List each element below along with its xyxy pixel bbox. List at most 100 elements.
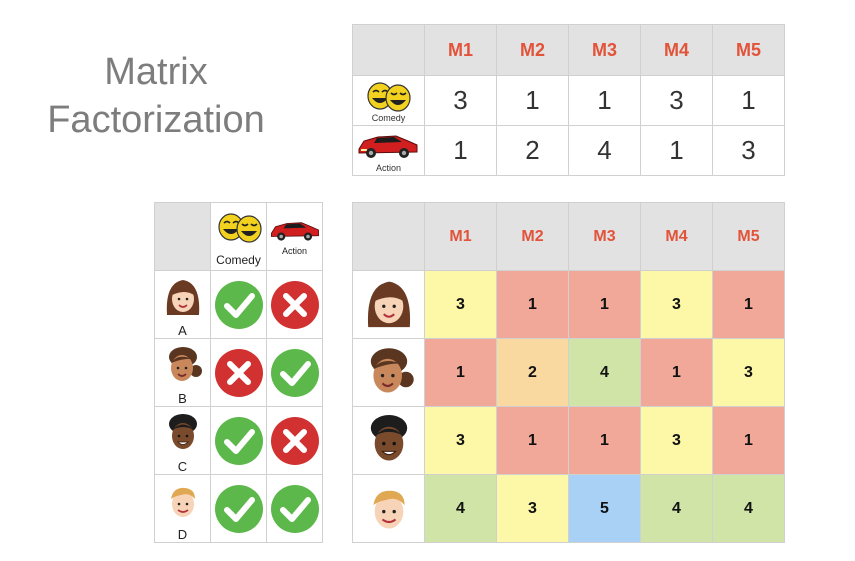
user-table-corner	[154, 202, 211, 271]
user-c-comedy-mark	[210, 406, 267, 475]
ratings-row-c: 3 1 1 3 1	[352, 406, 785, 475]
item-row-comedy-label: Comedy	[352, 75, 425, 126]
user-b-avatar-icon	[169, 347, 202, 381]
user-a-avatar-icon	[166, 280, 200, 315]
comedy-masks-icon	[367, 82, 411, 112]
green-check-icon	[270, 348, 319, 397]
rating-c-m2: 1	[496, 406, 569, 475]
item-comedy-m1: 3	[424, 75, 497, 126]
movie-header-m3: M3	[568, 24, 641, 76]
movie-header-m2: M2	[496, 24, 569, 76]
user-a-label: A	[178, 323, 187, 338]
rating-b-m5: 3	[712, 338, 785, 407]
green-check-icon	[214, 416, 263, 465]
action-caption: Action	[375, 163, 401, 173]
user-a-comedy-mark	[210, 270, 267, 339]
user-d-avatar-icon	[372, 490, 405, 528]
user-b-avatar-icon	[370, 347, 414, 392]
ratings-header-row: M1 M2 M3 M4 M5	[352, 202, 785, 271]
user-a-cell: A	[154, 270, 211, 339]
rating-header-m2: M2	[496, 202, 569, 271]
red-x-icon	[270, 280, 319, 329]
ratings-user-b-avatar	[352, 338, 425, 407]
rating-a-m3: 1	[568, 270, 641, 339]
red-x-icon	[214, 348, 263, 397]
user-d-avatar-icon	[171, 487, 195, 517]
user-table-action-header: Action	[266, 202, 323, 271]
ratings-table-corner	[352, 202, 425, 271]
ratings-user-d-avatar	[352, 474, 425, 543]
item-table-header-row: M1 M2 M3 M4 M5	[352, 24, 785, 76]
green-check-icon	[214, 280, 263, 329]
rating-a-m5: 1	[712, 270, 785, 339]
user-b-comedy-mark	[210, 338, 267, 407]
user-a-avatar-icon	[367, 281, 410, 327]
item-action-m4: 1	[640, 125, 713, 176]
rating-c-m3: 1	[568, 406, 641, 475]
user-row-a: A	[154, 270, 323, 339]
user-d-label: D	[177, 527, 188, 542]
action-header-caption: Action	[281, 246, 307, 256]
item-feature-table: M1 M2 M3 M4 M5 Comedy 3 1 1 3 1	[352, 24, 785, 176]
user-c-avatar-icon	[370, 414, 407, 460]
rating-d-m5: 4	[712, 474, 785, 543]
user-row-b: B	[154, 338, 323, 407]
user-a-action-mark	[266, 270, 323, 339]
green-check-icon	[214, 484, 263, 533]
user-c-action-mark	[266, 406, 323, 475]
rating-c-m1: 3	[424, 406, 497, 475]
rating-b-m2: 2	[496, 338, 569, 407]
user-d-cell: D	[154, 474, 211, 543]
user-row-c: C	[154, 406, 323, 475]
user-d-action-mark	[266, 474, 323, 543]
user-feature-table: Comedy Action A	[154, 202, 323, 543]
movie-header-m4: M4	[640, 24, 713, 76]
item-action-m5: 3	[712, 125, 785, 176]
user-b-action-mark	[266, 338, 323, 407]
rating-header-m3: M3	[568, 202, 641, 271]
user-b-label: B	[178, 391, 187, 406]
comedy-caption: Comedy	[371, 113, 406, 123]
title-line-1: Matrix	[104, 51, 208, 93]
rating-header-m4: M4	[640, 202, 713, 271]
user-c-avatar-icon	[169, 414, 197, 449]
item-row-action-label: Action	[352, 125, 425, 176]
rating-header-m5: M5	[712, 202, 785, 271]
comedy-masks-icon	[218, 213, 262, 243]
ratings-row-b: 1 2 4 1 3	[352, 338, 785, 407]
ratings-user-a-avatar	[352, 270, 425, 339]
green-check-icon	[270, 484, 319, 533]
rating-b-m4: 1	[640, 338, 713, 407]
title-line-2: Factorization	[47, 99, 265, 141]
rating-d-m3: 5	[568, 474, 641, 543]
movie-header-m5: M5	[712, 24, 785, 76]
rating-a-m2: 1	[496, 270, 569, 339]
ratings-row-d: 4 3 5 4 4	[352, 474, 785, 543]
user-d-comedy-mark	[210, 474, 267, 543]
item-comedy-m2: 1	[496, 75, 569, 126]
item-comedy-m5: 1	[712, 75, 785, 126]
rating-a-m1: 3	[424, 270, 497, 339]
rating-b-m3: 4	[568, 338, 641, 407]
red-sports-car-icon	[358, 135, 418, 158]
red-sports-car-icon	[271, 222, 319, 241]
rating-d-m2: 3	[496, 474, 569, 543]
user-c-cell: C	[154, 406, 211, 475]
rating-d-m4: 4	[640, 474, 713, 543]
rating-c-m4: 3	[640, 406, 713, 475]
ratings-user-c-avatar	[352, 406, 425, 475]
item-action-m3: 4	[568, 125, 641, 176]
item-table-corner	[352, 24, 425, 76]
red-x-icon	[270, 416, 319, 465]
user-table-comedy-header: Comedy	[210, 202, 267, 271]
item-row-action: Action 1 2 4 1 3	[352, 125, 785, 176]
rating-d-m1: 4	[424, 474, 497, 543]
comedy-header-caption: Comedy	[216, 253, 261, 267]
item-row-comedy: Comedy 3 1 1 3 1	[352, 75, 785, 126]
ratings-row-a: 3 1 1 3 1	[352, 270, 785, 339]
rating-header-m1: M1	[424, 202, 497, 271]
rating-a-m4: 3	[640, 270, 713, 339]
ratings-table: M1 M2 M3 M4 M5 3 1 1 3 1	[352, 202, 785, 543]
user-b-cell: B	[154, 338, 211, 407]
user-row-d: D	[154, 474, 323, 543]
